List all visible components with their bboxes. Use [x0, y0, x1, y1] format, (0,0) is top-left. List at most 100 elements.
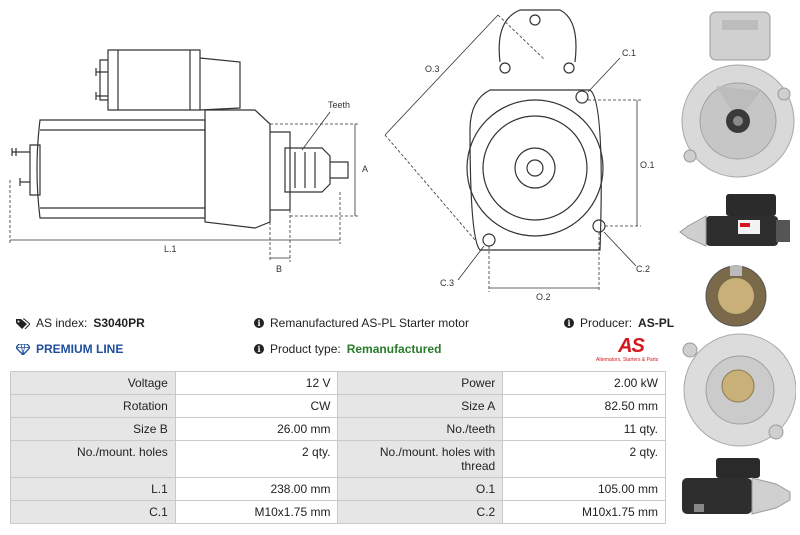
dim-b-ext: [269, 210, 291, 262]
table-row: Rotation CW Size A 82.50 mm: [10, 394, 666, 418]
solenoid-body: [107, 49, 201, 111]
premium-line: PREMIUM LINE: [16, 342, 123, 356]
photo-side-2[interactable]: [676, 454, 796, 530]
spec-label: No./mount. holes with thread: [337, 440, 504, 478]
drive-nose: [270, 131, 291, 211]
label-c3: C.3: [440, 278, 454, 288]
spec-label: No./teeth: [337, 417, 504, 441]
description-text: Remanufactured AS-PL Starter motor: [270, 316, 469, 330]
spec-value: M10x1.75 mm: [174, 500, 339, 524]
label-o3: O.3: [425, 64, 440, 74]
front-top-hole: [529, 14, 541, 26]
spec-value: 11 qty.: [502, 417, 666, 441]
spec-value: 238.00 mm: [174, 477, 339, 501]
spec-value: 26.00 mm: [174, 417, 339, 441]
table-row: Size B 26.00 mm No./teeth 11 qty.: [10, 417, 666, 441]
front-top-lug: [498, 9, 577, 63]
pinion-tip: [330, 161, 349, 179]
spec-label: No./mount. holes: [10, 440, 176, 478]
dim-o3-line: [384, 14, 499, 136]
dim-a-ext: [270, 123, 360, 217]
pinion-teeth: [294, 152, 316, 188]
label-a: A: [362, 164, 368, 174]
front-left-hole: [499, 62, 511, 74]
drawing-svg: Teeth A B L.1 C.1 O.1 O.2 O.3 C.2 C.3: [9, 9, 655, 302]
spec-value: 2 qty.: [502, 440, 666, 478]
hole-c3: [482, 233, 496, 247]
spec-value: 2.00 kW: [502, 371, 666, 395]
label-o1: O.1: [640, 160, 655, 170]
product-type: i Product type: Remanufactured: [254, 342, 441, 356]
dim-l1-ext: [9, 180, 341, 244]
label-c2: C.2: [636, 264, 650, 274]
product-info-header: AS index: S3040PR PREMIUM LINE i Remanuf…: [14, 314, 674, 364]
table-row: L.1 238.00 mm O.1 105.00 mm: [10, 477, 666, 501]
specs-table: Voltage 12 V Power 2.00 kW Rotation CW S…: [10, 371, 666, 524]
photo-front-2[interactable]: [676, 262, 796, 454]
dim-o2-ext: [488, 232, 600, 292]
table-row: Voltage 12 V Power 2.00 kW: [10, 371, 666, 395]
table-row: C.1 M10x1.75 mm C.2 M10x1.75 mm: [10, 500, 666, 524]
c1-leader: [587, 57, 621, 93]
info-icon: i: [254, 344, 264, 354]
product-photos: [672, 0, 800, 535]
as-index-value: S3040PR: [93, 316, 145, 330]
diamond-icon: [16, 343, 30, 355]
photo-side-1[interactable]: [676, 190, 796, 254]
as-pl-logo: AS Alternators, Starters & Parts: [596, 336, 666, 366]
description: i Remanufactured AS-PL Starter motor: [254, 316, 469, 330]
label-teeth: Teeth: [328, 100, 350, 110]
c2-leader: [603, 231, 637, 267]
front-mid-ring: [482, 115, 588, 221]
dim-o3-ext: [384, 14, 546, 241]
producer-label: Producer:: [580, 316, 633, 330]
spec-value: 12 V: [174, 371, 339, 395]
spec-label: C.1: [10, 500, 176, 524]
tags-icon: [16, 318, 30, 329]
pinion: [284, 147, 331, 193]
producer-value: AS-PL: [638, 316, 675, 330]
spec-label: O.1: [337, 477, 504, 501]
spec-label: L.1: [10, 477, 176, 501]
spec-value: 2 qty.: [174, 440, 339, 478]
solenoid-housing: [199, 57, 241, 111]
label-o2: O.2: [536, 292, 551, 302]
c3-leader: [457, 245, 485, 281]
info-icon: i: [564, 318, 574, 328]
spec-label: Size B: [10, 417, 176, 441]
spec-label: C.2: [337, 500, 504, 524]
spec-label: Size A: [337, 394, 504, 418]
spec-label: Rotation: [10, 394, 176, 418]
technical-drawing: Teeth A B L.1 C.1 O.1 O.2 O.3 C.2 C.3: [0, 0, 670, 305]
producer: i Producer: AS-PL: [564, 316, 674, 330]
spec-label: Voltage: [10, 371, 176, 395]
motor-body: [36, 119, 206, 219]
product-type-label: Product type:: [270, 342, 341, 356]
hole-c2: [592, 219, 606, 233]
front-shaft: [526, 159, 544, 177]
spec-value: 105.00 mm: [502, 477, 666, 501]
as-index: AS index: S3040PR: [16, 316, 145, 330]
front-hub: [514, 147, 556, 189]
solenoid-ribs: [117, 50, 191, 110]
info-icon: i: [254, 318, 264, 328]
spec-value: M10x1.75 mm: [502, 500, 666, 524]
solenoid-cap: [99, 59, 108, 101]
spec-label: Power: [337, 371, 504, 395]
logo-tagline: Alternators, Starters & Parts: [596, 357, 659, 363]
drive-housing: [204, 109, 271, 229]
motor-lines: [40, 129, 205, 209]
label-c1: C.1: [622, 48, 636, 58]
hole-c1: [575, 90, 589, 104]
premium-line-label: PREMIUM LINE: [36, 342, 124, 356]
front-right-hole: [563, 62, 575, 74]
spec-value: 82.50 mm: [502, 394, 666, 418]
photo-front-1[interactable]: [676, 6, 796, 188]
front-flange: [469, 89, 602, 251]
label-l1: L.1: [164, 244, 177, 254]
front-outer-ring: [466, 99, 604, 237]
end-studs: [11, 148, 30, 186]
logo-mark: AS: [618, 335, 645, 357]
dim-o1-ext: [588, 99, 641, 227]
as-index-label: AS index:: [36, 316, 88, 330]
